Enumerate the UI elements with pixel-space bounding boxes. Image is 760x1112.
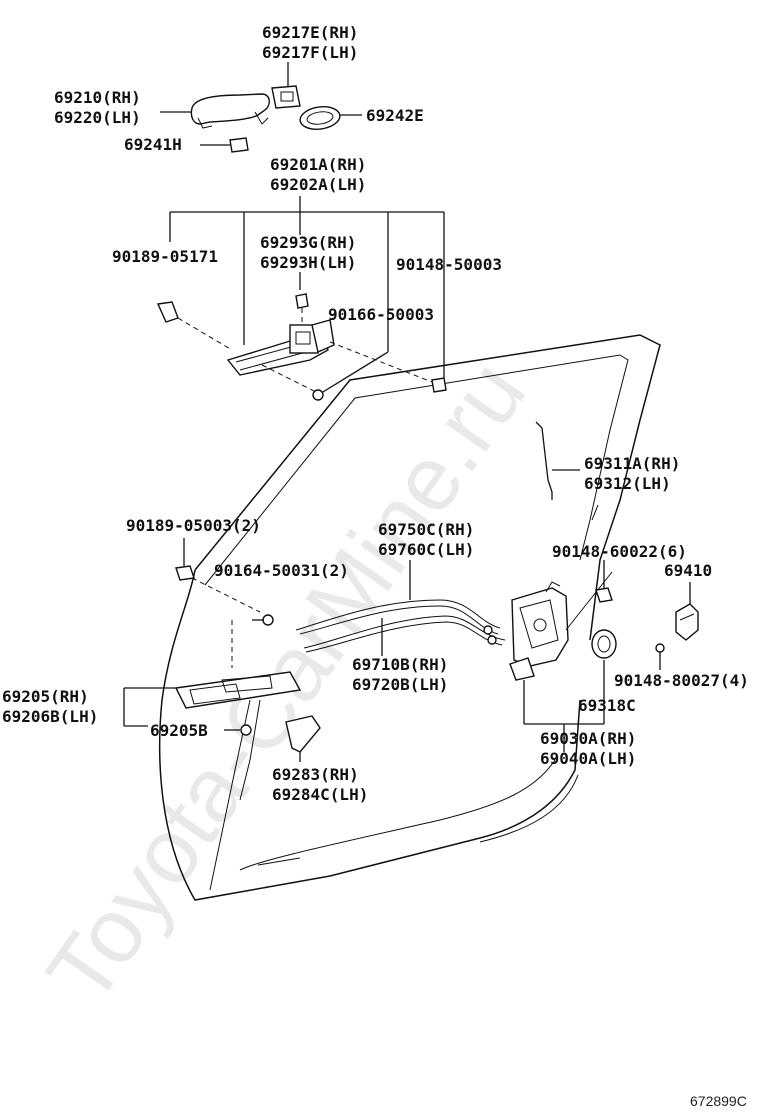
diagram-code: 672899C bbox=[690, 1093, 747, 1109]
door-lock-assembly bbox=[509, 571, 613, 752]
label-90189-05003: 90189-05003(2) bbox=[126, 516, 261, 535]
label-90189-05171: 90189-05171 bbox=[112, 247, 218, 266]
label-69217f: 69217F(LH) bbox=[262, 43, 358, 62]
label-69202a: 69202A(LH) bbox=[270, 175, 366, 194]
label-69242e: 69242E bbox=[366, 106, 424, 125]
cap-bolt bbox=[175, 538, 261, 613]
outside-handle-parts bbox=[160, 62, 362, 153]
label-69210: 69210(RH) bbox=[54, 88, 141, 107]
handle-pad bbox=[299, 106, 341, 130]
screw bbox=[312, 389, 324, 401]
label-69312: 69312(LH) bbox=[584, 474, 671, 493]
retainer-clip bbox=[156, 301, 179, 323]
labels: 69217E(RH) 69217F(LH) 69210(RH) 69220(LH… bbox=[2, 23, 749, 1109]
lock-rod bbox=[535, 421, 580, 500]
handle-cover bbox=[285, 715, 321, 762]
bolt bbox=[431, 377, 447, 393]
grommet bbox=[591, 629, 617, 659]
label-69293g: 69293G(RH) bbox=[260, 233, 356, 252]
label-69710b: 69710B(RH) bbox=[352, 655, 448, 674]
label-69318c: 69318C bbox=[578, 696, 636, 715]
label-69217e: 69217E(RH) bbox=[262, 23, 358, 42]
label-90166-50003: 90166-50003 bbox=[328, 305, 434, 324]
label-69293h: 69293H(LH) bbox=[260, 253, 356, 272]
label-69311a: 69311A(RH) bbox=[584, 454, 680, 473]
striker bbox=[655, 582, 699, 670]
door-outline bbox=[158, 334, 661, 901]
label-69205b: 69205B bbox=[150, 721, 208, 740]
label-90148-60022: 90148-60022(6) bbox=[552, 542, 687, 561]
latch-bolt bbox=[595, 560, 613, 603]
label-69410: 69410 bbox=[664, 561, 712, 580]
handle-small-pad bbox=[229, 137, 249, 153]
label-90148-80027: 90148-80027(4) bbox=[614, 671, 749, 690]
label-90148-50003: 90148-50003 bbox=[396, 255, 502, 274]
label-69750c: 69750C(RH) bbox=[378, 520, 474, 539]
outside-handle bbox=[190, 93, 270, 125]
clip bbox=[295, 293, 309, 309]
handle-bezel bbox=[123, 671, 302, 736]
label-69241h: 69241H bbox=[124, 135, 182, 154]
bezel-screw bbox=[231, 614, 274, 668]
label-69040a: 69040A(LH) bbox=[540, 749, 636, 768]
label-69206b: 69206B(LH) bbox=[2, 707, 98, 726]
cables bbox=[295, 560, 506, 656]
bezel-screw-b bbox=[240, 724, 252, 736]
label-90164-50031: 90164-50031(2) bbox=[214, 561, 349, 580]
label-69201a: 69201A(RH) bbox=[270, 155, 366, 174]
label-69283: 69283(RH) bbox=[272, 765, 359, 784]
inside-handle-leaders bbox=[169, 196, 445, 396]
inside-handle-assembly bbox=[156, 293, 447, 401]
label-69760c: 69760C(LH) bbox=[378, 540, 474, 559]
label-69720b: 69720B(LH) bbox=[352, 675, 448, 694]
label-69205: 69205(RH) bbox=[2, 687, 89, 706]
handle-cap bbox=[271, 85, 301, 109]
label-69284c: 69284C(LH) bbox=[272, 785, 368, 804]
label-69030a: 69030A(RH) bbox=[540, 729, 636, 748]
label-69220: 69220(LH) bbox=[54, 108, 141, 127]
